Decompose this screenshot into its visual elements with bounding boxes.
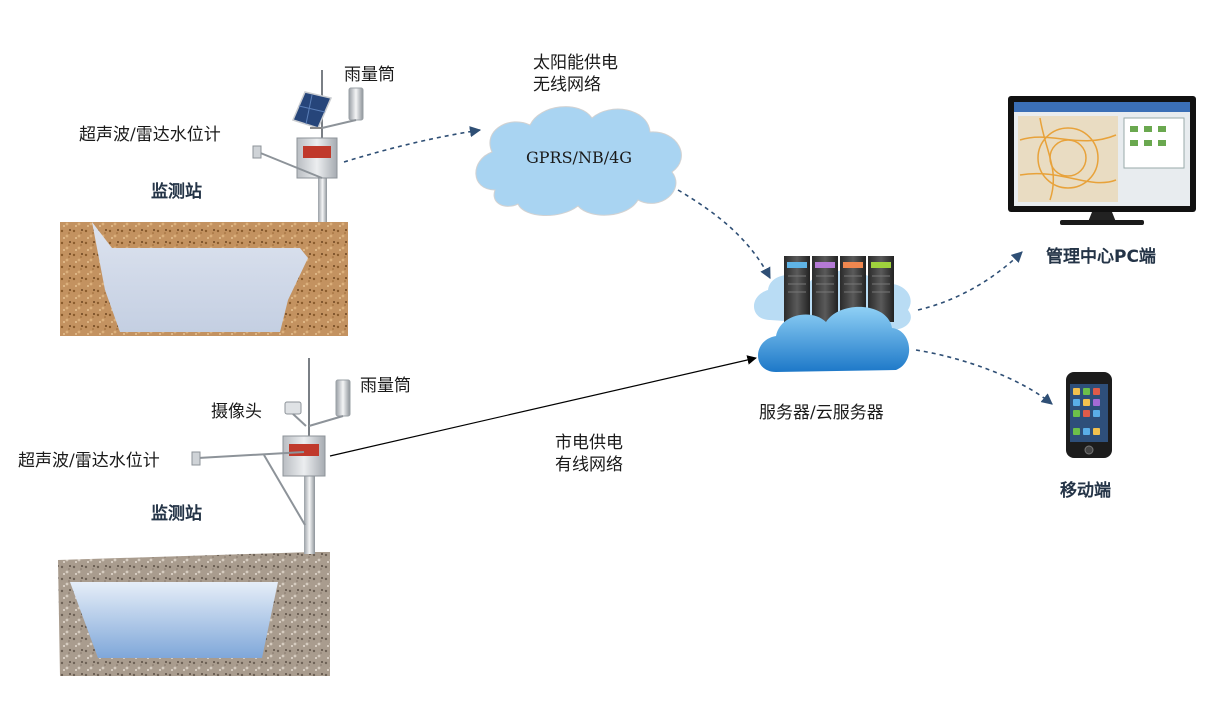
cloud-to-server-arrow bbox=[677, 189, 771, 279]
station1-rain-gauge-label: 雨量筒 bbox=[344, 65, 395, 85]
server-to-pc-arrow bbox=[917, 251, 1023, 311]
server-cloud-icon bbox=[753, 256, 911, 372]
station1-water bbox=[92, 222, 308, 332]
station2-tower bbox=[191, 358, 351, 554]
solar-panel-icon bbox=[291, 91, 333, 129]
water-level-sensor-icon bbox=[252, 145, 323, 179]
pc-monitor-icon bbox=[1008, 96, 1196, 225]
station1-channel bbox=[60, 222, 348, 336]
station1-station-label: 监测站 bbox=[151, 182, 202, 202]
wired-power-label: 市电供电 bbox=[555, 433, 623, 453]
camera-icon bbox=[284, 401, 307, 427]
mobile-client-label: 移动端 bbox=[1060, 481, 1111, 501]
control-box-icon bbox=[282, 435, 326, 477]
water-level-sensor-icon bbox=[191, 451, 306, 526]
wireless-network-label: 无线网络 bbox=[533, 75, 601, 95]
server-to-mobile-arrow bbox=[915, 349, 1053, 405]
station1-pole bbox=[318, 150, 327, 222]
rain-gauge-icon bbox=[321, 87, 364, 129]
station2-channel bbox=[58, 552, 330, 676]
station1-tower bbox=[252, 70, 364, 222]
wired-uplink-arrow bbox=[329, 355, 757, 457]
station2-water-level-label: 超声波/雷达水位计 bbox=[18, 451, 160, 471]
wireless-cloud-text: GPRS/NB/4G bbox=[526, 148, 633, 167]
wireless-power-label: 太阳能供电 bbox=[533, 53, 618, 73]
rain-gauge-icon bbox=[308, 379, 351, 427]
control-box-icon bbox=[296, 137, 338, 179]
server-label: 服务器/云服务器 bbox=[759, 403, 884, 423]
mobile-phone-icon bbox=[1066, 372, 1112, 458]
server-rack-icon bbox=[784, 256, 894, 322]
station1-water-level-label: 超声波/雷达水位计 bbox=[79, 125, 221, 145]
pc-client-label: 管理中心PC端 bbox=[1046, 247, 1156, 267]
station2-station-label: 监测站 bbox=[151, 504, 202, 524]
station2-water bbox=[70, 582, 278, 658]
wireless-cloud-icon bbox=[475, 106, 682, 217]
station2-pole bbox=[304, 440, 315, 554]
station2-rain-gauge-label: 雨量筒 bbox=[360, 376, 411, 396]
wireless-uplink-arrow bbox=[343, 126, 482, 163]
station2-camera-label: 摄像头 bbox=[211, 402, 262, 422]
wired-network-label: 有线网络 bbox=[555, 455, 623, 475]
